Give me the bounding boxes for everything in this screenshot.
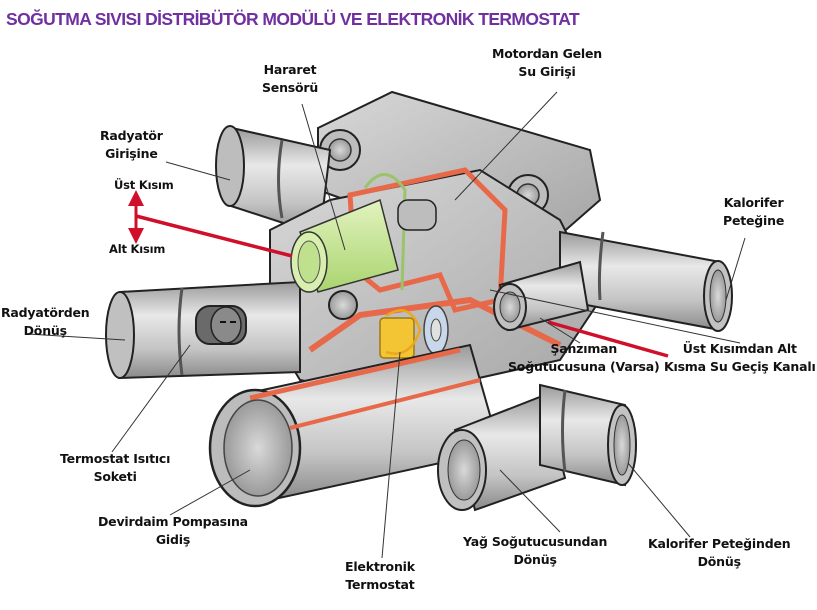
label-lower-part: Alt Kısım [109,242,166,256]
label-electronic-thermostat: Elektronik Termostat [345,559,415,592]
label-temperature-sensor: Hararet Sensörü [262,62,319,95]
upper-lower-arrow-icon [128,190,293,258]
water-pump-outlet-pipe [208,343,502,508]
label-upper-part: Üst Kısım [114,178,174,192]
label-transmission-cooler: Şanzıman Soğutucusuna (Varsa) [508,341,660,374]
heater-core-supply-pipe [559,230,733,332]
label-heater-core-return: Kalorifer Peteğinden Dönüş [648,536,791,569]
electronic-thermostat [379,305,449,359]
transmission-cooler-pipe [493,260,590,332]
label-thermostat-heater-socket: Termostat Isıtıcı Soketi [60,451,171,484]
oil-cooler-return-pipe [437,393,567,512]
label-heater-core-supply: Kalorifer Peteğine [723,195,785,228]
label-water-pump-outlet: Devirdaim Pompasına Gidiş [98,514,248,547]
label-upper-to-lower-channel: Üst Kısımdan Alt Kısma Su Geçiş Kanalı [664,341,816,374]
temperature-sensor [290,173,437,293]
label-radiator-return: Radyatörden Dönüş [1,305,90,338]
label-engine-water-inlet: Motordan Gelen Su Girişi [492,46,602,79]
heater-core-return-pipe [539,383,637,487]
transfer-channel-red-line [547,320,669,358]
label-oil-cooler-return: Yağ Soğutucusundan Dönüş [463,534,608,567]
leader-lines [27,91,746,559]
label-radiator-inlet: Radyatör Girişine [100,128,163,161]
radiator-return-pipe [105,280,301,380]
diagram-title: SOĞUTMA SIVISI DİSTRİBÜTÖR MODÜLÜ VE ELE… [6,9,580,29]
